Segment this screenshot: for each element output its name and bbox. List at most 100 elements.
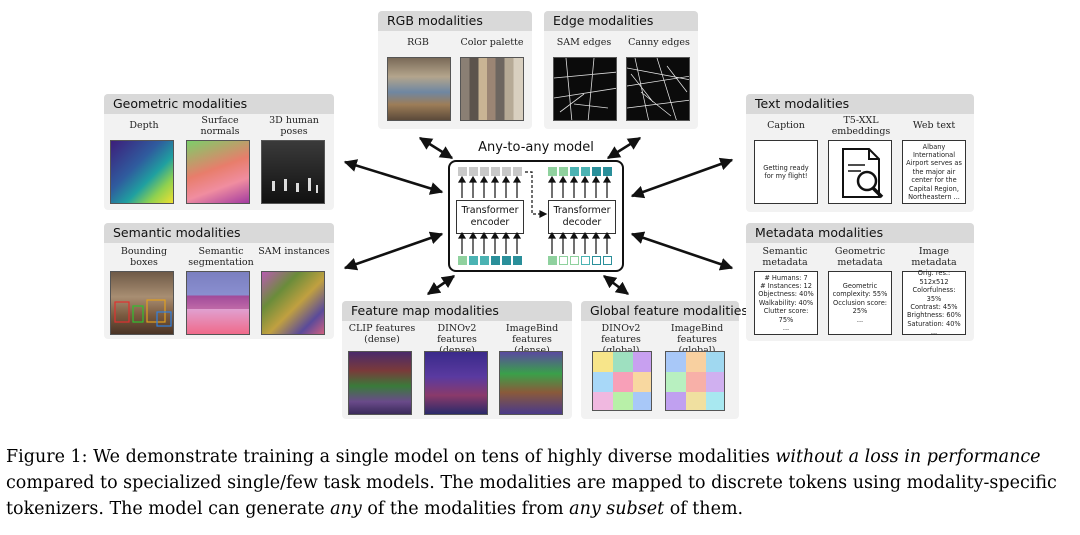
dinov2-dense-features-label: DINOv2 features (dense) xyxy=(437,323,477,356)
token xyxy=(480,256,489,265)
metadata-line: ... xyxy=(930,328,938,337)
caption-middle-1: compared to specialized single/few task … xyxy=(6,473,1057,519)
token xyxy=(570,167,579,176)
surface-normals-image xyxy=(186,140,250,204)
semantic-segmentation-image xyxy=(186,271,250,335)
geometric-modalities-title: Geometric modalities xyxy=(104,94,334,114)
metadata-line: Saturation: 40% xyxy=(907,319,961,328)
caption-middle-2: of the modalities from xyxy=(361,499,570,519)
caption-emphasis-3: any subset xyxy=(569,499,665,519)
clip-features-image xyxy=(348,351,412,415)
model-title: Any-to-any model xyxy=(478,140,594,155)
sam-instances-label: SAM instances xyxy=(258,246,330,257)
semantic-segmentation-label: Semantic segmentation xyxy=(188,246,254,268)
token xyxy=(480,167,489,176)
token xyxy=(469,167,478,176)
feature-map-modalities-title: Feature map modalities xyxy=(342,301,572,321)
canny-edges-label: Canny edges xyxy=(628,37,690,48)
metadata-modalities-group: Metadata modalities Semantic metadata Ge… xyxy=(746,223,974,341)
imagebind-dense-features-image xyxy=(499,351,563,415)
document-search-icon xyxy=(842,148,884,199)
arrow-text xyxy=(630,157,734,199)
geometric-modalities-group: Geometric modalities Depth Surface norma… xyxy=(104,94,334,210)
token xyxy=(592,167,601,176)
arrow-global-feature xyxy=(602,274,630,296)
canny-edges-image xyxy=(626,57,690,121)
3d-human-poses-label: 3D human poses xyxy=(269,115,319,137)
metadata-line: Walkability: 40% xyxy=(758,298,814,307)
imagebind-dense-features-label: ImageBind features (dense) xyxy=(505,323,559,356)
decoder-up-arrows xyxy=(551,180,608,254)
metadata-line: ... xyxy=(856,315,864,324)
token xyxy=(502,167,511,176)
token xyxy=(592,256,601,265)
web-text-box: Albany International Airport serves as t… xyxy=(902,140,966,204)
sam-instances-image xyxy=(261,271,325,335)
bounding-boxes-image xyxy=(110,271,174,335)
caption-suffix: of them. xyxy=(664,499,744,519)
encoder-up-arrows xyxy=(461,180,518,254)
caption-emphasis-2: any xyxy=(330,499,362,519)
token xyxy=(491,167,500,176)
rgb-image xyxy=(387,57,451,121)
transformer-decoder: Transformer decoder xyxy=(548,200,616,234)
arrow-feature-map xyxy=(426,274,456,296)
token xyxy=(502,256,511,265)
rgb-modalities-title: RGB modalities xyxy=(378,11,532,31)
semantic-modalities-group: Semantic modalities Bounding boxes Seman… xyxy=(104,223,334,339)
metadata-line: Clutter score: 75% xyxy=(763,307,809,324)
metadata-line: ... xyxy=(782,324,790,333)
clip-features-label: CLIP features (dense) xyxy=(348,323,416,345)
t5-xxl-embeddings-image xyxy=(828,140,892,204)
sam-edges-image xyxy=(553,57,617,121)
token xyxy=(491,256,500,265)
token xyxy=(458,167,467,176)
metadata-modalities-title: Metadata modalities xyxy=(746,223,974,243)
geometric-metadata-label: Geometric metadata xyxy=(834,246,886,268)
web-text-label: Web text xyxy=(912,120,956,131)
global-feature-modalities-group: Global feature modalities DINOv2 feature… xyxy=(581,301,748,419)
metadata-line: Contrast: 45% xyxy=(910,303,958,311)
3d-human-poses-image xyxy=(261,140,325,204)
metadata-line: Orig. res.: 512x512 xyxy=(917,269,951,286)
rgb-modalities-group: RGB modalities RGB Color palette xyxy=(378,11,532,129)
token xyxy=(469,256,478,265)
token xyxy=(513,256,522,265)
rgb-label: RGB xyxy=(407,37,429,48)
dinov2-global-features-label: DINOv2 features (global) xyxy=(601,323,641,356)
caption-emphasis-1: without a loss in performance xyxy=(775,447,1041,467)
token xyxy=(581,256,590,265)
token xyxy=(548,256,557,265)
feature-map-modalities-group: Feature map modalities CLIP features (de… xyxy=(342,301,572,419)
geometric-metadata-box: Geometric complexity: 55% Occlusion scor… xyxy=(828,271,892,335)
token xyxy=(603,167,612,176)
surface-normals-label: Surface normals xyxy=(200,115,240,137)
token xyxy=(458,256,467,265)
dinov2-dense-features-image xyxy=(424,351,488,415)
arrow-geometric xyxy=(343,159,444,195)
token xyxy=(581,167,590,176)
token xyxy=(513,167,522,176)
text-modalities-group: Text modalities Caption T5-XXL embedding… xyxy=(746,94,974,212)
metadata-line: # Humans: 7 xyxy=(764,273,808,282)
edge-modalities-title: Edge modalities xyxy=(544,11,698,31)
caption-prefix: Figure 1: We demonstrate training a sing… xyxy=(6,447,776,467)
arrow-metadata xyxy=(630,231,734,271)
token xyxy=(603,256,612,265)
bounding-boxes-label: Bounding boxes xyxy=(120,246,168,268)
imagebind-global-features-label: ImageBind features (global) xyxy=(670,323,724,356)
t5-xxl-embeddings-label: T5-XXL embeddings xyxy=(831,115,891,137)
sam-edges-label: SAM edges xyxy=(556,37,612,48)
arrow-semantic xyxy=(343,231,444,271)
color-palette-image xyxy=(460,57,524,121)
semantic-modalities-title: Semantic modalities xyxy=(104,223,334,243)
metadata-line: Geometric complexity: 55% xyxy=(832,281,888,299)
token xyxy=(570,256,579,265)
transformer-encoder: Transformer encoder xyxy=(456,200,524,234)
edge-modalities-group: Edge modalities SAM edges Canny edges xyxy=(544,11,698,129)
metadata-line: Occlusion score: 25% xyxy=(833,298,887,316)
image-metadata-label: Image metadata xyxy=(911,246,957,268)
token xyxy=(559,256,568,265)
